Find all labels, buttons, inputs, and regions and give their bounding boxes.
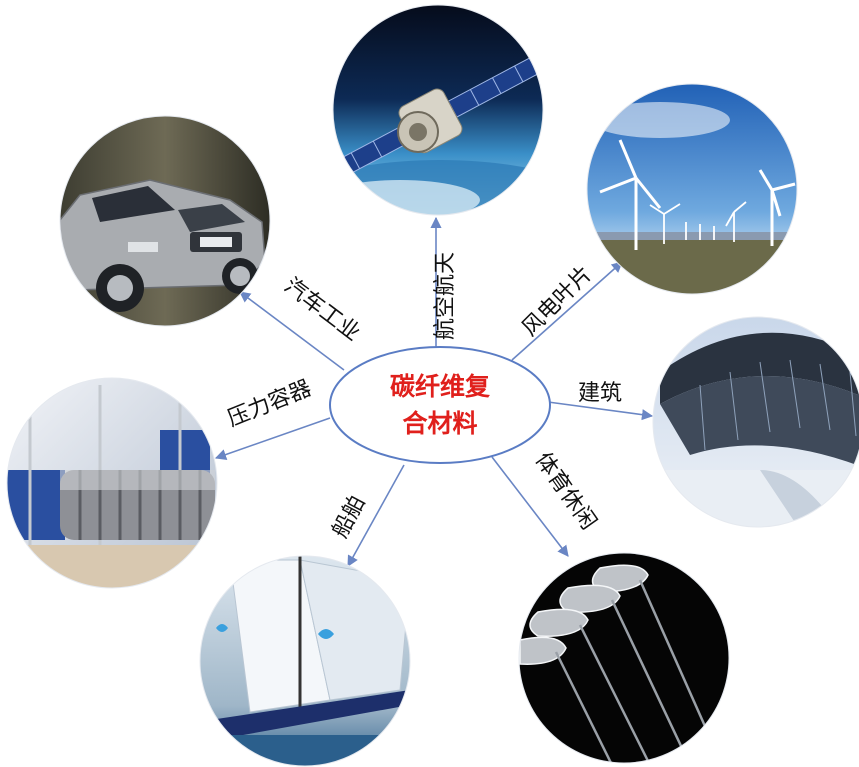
label-pressure: 压力容器 [224,376,315,432]
connector-arrows [214,216,654,567]
center-ellipse [329,346,551,464]
label-wind: 风电叶片 [517,261,597,341]
label-marine: 船舶 [328,492,371,543]
center-label-line1: 碳纤维复 [390,372,491,401]
label-sports: 体育休闲 [530,448,601,534]
arrow-construction [547,401,654,421]
label-construction: 建筑 [578,381,622,406]
construction-image [653,317,859,527]
label-auto: 汽车工业 [279,273,364,346]
sports-image [519,553,729,763]
arrow-pressure [214,417,331,460]
arrow-marine [347,464,405,567]
arrow-auto [239,291,345,371]
label-aerospace: 航空航天 [433,252,458,340]
center-label-line2: 合材料 [402,409,477,438]
pressure-image [7,378,217,588]
arrow-sports [491,456,569,557]
marine-image [200,556,410,766]
arrow-wind [511,261,623,361]
auto-image [60,116,270,326]
